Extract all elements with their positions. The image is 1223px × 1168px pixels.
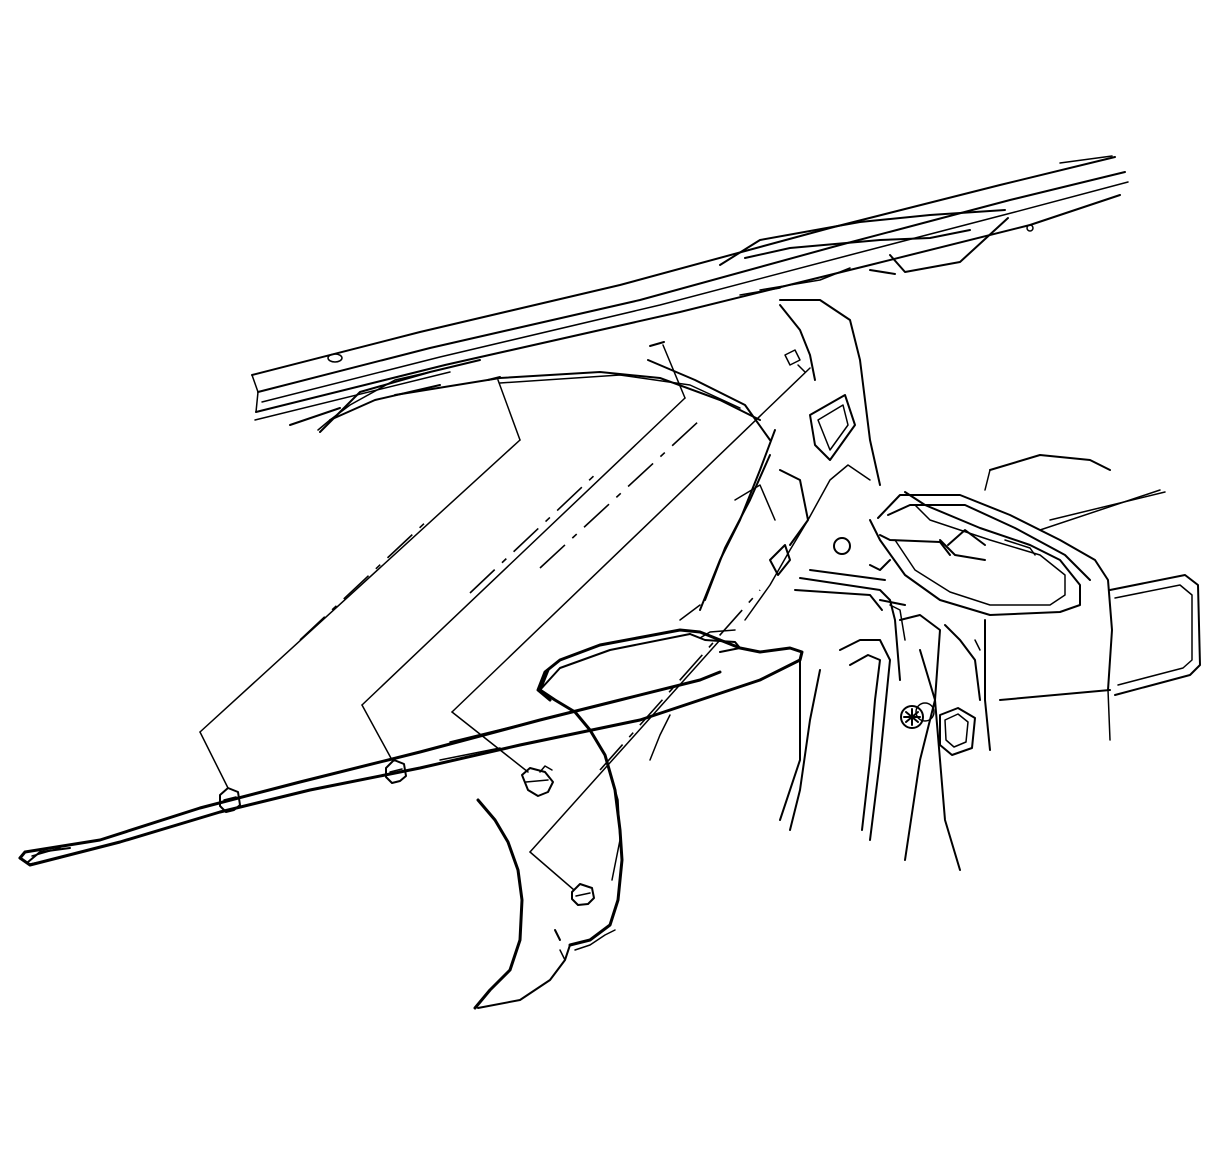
retainer-clip	[219, 759, 595, 906]
door-opening-frame	[869, 454, 1201, 751]
b-pillar	[779, 559, 981, 871]
pillar-trim-panel	[18, 628, 804, 867]
wheelhouse-panel	[473, 668, 671, 1010]
leader-lines	[199, 341, 811, 891]
seat-belt-anchor-bolt	[900, 702, 935, 729]
dash-side-area	[394, 299, 881, 621]
windshield-header-rail	[251, 155, 1129, 433]
